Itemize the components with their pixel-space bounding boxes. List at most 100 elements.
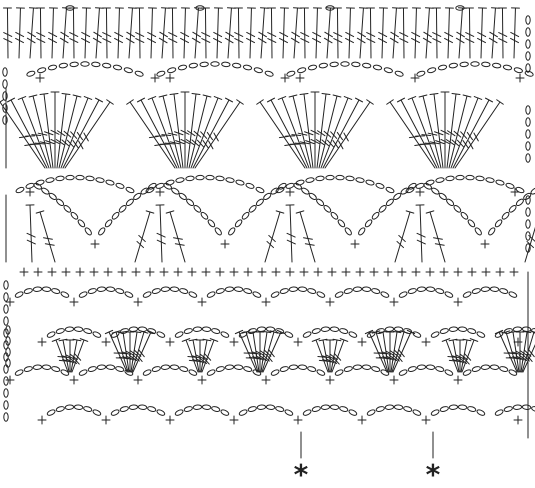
chain-stitch — [133, 192, 142, 201]
stitch-slash — [139, 235, 146, 241]
chain-stitch — [417, 287, 426, 292]
chain-stitch — [312, 406, 321, 413]
chain-stitch — [449, 63, 458, 69]
single-crochet-stitch — [426, 268, 434, 276]
treble-stitch — [228, 8, 231, 58]
chain-stitch — [70, 62, 79, 67]
chain-stitch — [346, 176, 355, 181]
chain-stitch — [427, 67, 436, 74]
chain-stitch — [302, 331, 311, 339]
stitch-top-bar — [137, 98, 144, 102]
chain-stitch — [301, 187, 310, 195]
treble-stitch — [453, 100, 489, 168]
chain-stitch — [207, 219, 216, 228]
chain-stitch — [416, 70, 425, 77]
chain-stitch — [330, 62, 339, 67]
single-crochet-stitch — [454, 376, 462, 384]
chain-stitch — [513, 327, 522, 332]
chain-stitch — [152, 288, 161, 295]
chain-stitch — [365, 179, 374, 186]
chain-stitch — [344, 227, 353, 236]
chain-stitch — [278, 182, 287, 190]
stitch-top-bar — [397, 98, 404, 102]
chain-stitch — [526, 130, 530, 138]
chain-stitch — [78, 369, 87, 377]
treble-stitch — [195, 102, 240, 168]
chain-stitch — [373, 64, 382, 70]
chain-stitch — [4, 293, 8, 301]
chain-stitch — [366, 409, 375, 417]
chain-stitch — [111, 211, 120, 220]
single-crochet-stitch — [102, 416, 110, 424]
chain-stitch — [394, 405, 403, 410]
single-crochet-stitch — [511, 188, 519, 196]
chain-stitch — [170, 287, 179, 292]
chain-stitch — [74, 405, 83, 410]
chain-stitch — [316, 176, 325, 181]
chain-stitch — [440, 406, 449, 413]
chain-stitch — [321, 327, 330, 332]
chain-stitch — [526, 118, 530, 126]
chain-stitch — [225, 287, 234, 292]
single-crochet-stitch — [516, 74, 524, 82]
chain-stitch — [65, 405, 74, 410]
chain-stitch — [499, 366, 508, 373]
chain-stitch — [110, 409, 119, 417]
treble-stitch — [282, 98, 309, 168]
chain-stitch — [408, 182, 417, 190]
chain-stitch — [220, 409, 229, 417]
chain-stitch — [83, 328, 92, 335]
chain-stitch — [435, 177, 444, 183]
chain-stitch — [4, 305, 8, 313]
chain-stitch — [353, 365, 362, 370]
chain-stitch — [138, 327, 147, 332]
chain-stitch — [476, 409, 485, 417]
treble-stitch — [469, 8, 470, 58]
chain-stitch — [235, 179, 244, 186]
single-crochet-stitch — [272, 268, 280, 276]
treble-stitch — [30, 8, 33, 58]
stitch-slash — [397, 241, 404, 247]
stitch-top-bar — [452, 94, 460, 95]
chain-stitch — [216, 288, 225, 295]
chain-stitch — [188, 291, 197, 299]
chain-stitch — [284, 331, 293, 339]
single-crochet-stitch — [62, 268, 70, 276]
chain-stitch — [174, 331, 183, 339]
stitch-top-bar — [107, 100, 114, 105]
chain-stitch — [120, 328, 129, 335]
treble-stitch — [436, 8, 437, 58]
chain-stitch — [297, 67, 306, 74]
chain-stitch — [97, 287, 106, 292]
single-crochet-stitch — [286, 188, 294, 196]
chain-stitch — [371, 366, 380, 373]
treble-stitch — [426, 8, 429, 58]
single-crochet-stitch — [188, 268, 196, 276]
chain-stitch — [403, 406, 412, 413]
chain-stitch — [77, 219, 86, 228]
chain-stitch — [315, 198, 324, 207]
chain-stitch — [4, 389, 8, 397]
chain-stitch — [211, 328, 220, 335]
chain-stitch — [471, 62, 479, 66]
treble-stitch — [395, 212, 410, 262]
chain-stitch — [134, 70, 143, 77]
chain-stitch — [148, 182, 157, 190]
chain-stitch — [227, 227, 236, 236]
chain-stitch — [348, 331, 357, 339]
chain-stitch — [185, 198, 194, 207]
chain-stitch — [435, 366, 444, 373]
single-crochet-stitch — [221, 240, 229, 248]
chain-stitch — [59, 63, 68, 69]
chain-stitch — [118, 204, 127, 213]
chain-stitch — [200, 211, 209, 220]
chain-stitch — [142, 369, 151, 377]
chain-stitch — [393, 192, 402, 201]
chain-stitch — [481, 365, 490, 370]
single-crochet-stitch — [440, 268, 448, 276]
chain-stitch — [238, 409, 247, 417]
treble-stitch — [85, 8, 86, 58]
chain-stitch — [490, 287, 499, 292]
chain-stitch — [504, 406, 513, 413]
chain-stitch — [307, 288, 316, 295]
